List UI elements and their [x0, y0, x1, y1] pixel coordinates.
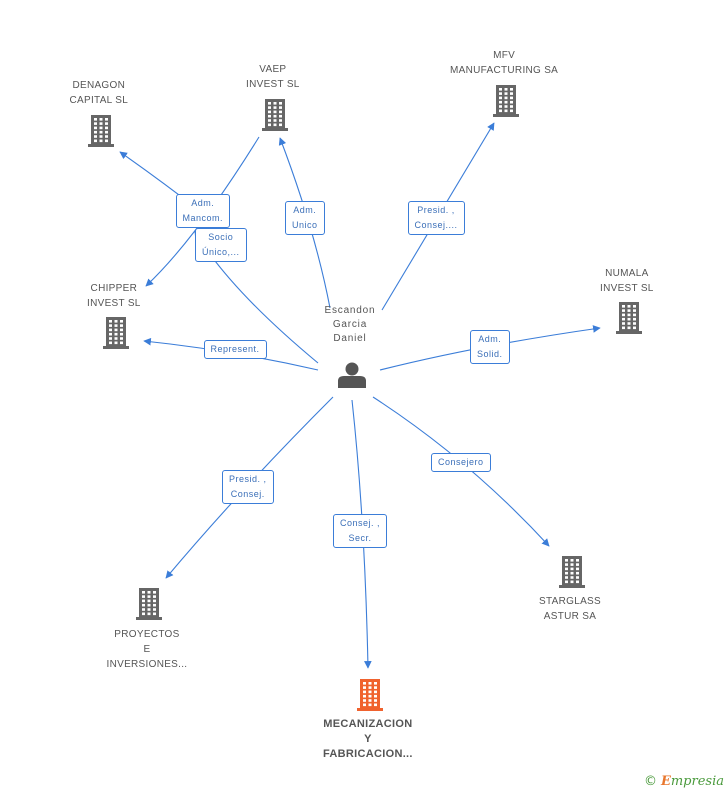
building-icon-numala[interactable] [616, 302, 642, 334]
company-name-line: VAEP [259, 64, 287, 75]
relation-label-line: Represent. [210, 343, 260, 354]
relation-label-line: Único,... [202, 247, 240, 257]
company-name-line: ASTUR SA [543, 611, 597, 622]
person-name-line: Escandon [324, 305, 376, 316]
relation-label-line: Unico [292, 220, 318, 230]
empresia-logo: ©Empresia [644, 774, 724, 789]
person-icon[interactable] [338, 362, 366, 389]
brand-initial: E [660, 774, 671, 789]
edge-person-starglass [372, 396, 550, 547]
relation-label-person-mfv[interactable]: Presid. , Consej.... [407, 201, 465, 235]
building-icon-denagon[interactable] [88, 115, 114, 147]
company-name-line: MECANIZACION [323, 718, 413, 730]
relation-label-line: Consej. [230, 489, 265, 499]
building-icon-starglass[interactable] [559, 556, 585, 588]
building-icon-chipper[interactable] [103, 317, 129, 349]
company-name-line: FABRICACION... [323, 748, 413, 760]
company-label-chipper[interactable]: CHIPPER INVEST SL [87, 281, 141, 311]
relation-label-line: Secr. [348, 533, 372, 543]
company-name-line: NUMALA [605, 268, 649, 279]
company-label-mecanizacion[interactable]: MECANIZACION Y FABRICACION... [323, 717, 413, 762]
relation-label-line: Adm. [293, 205, 317, 215]
relation-label-vaep-denagon[interactable]: Adm. Mancom. [175, 194, 231, 228]
relation-label-person-starglass[interactable]: Consejero [431, 452, 491, 472]
company-name-line: MFV [493, 50, 516, 61]
company-name-line: E [143, 644, 151, 655]
node-icons [88, 85, 642, 711]
relation-label-line: Socio [208, 232, 234, 242]
company-name-line: INVERSIONES... [106, 659, 188, 670]
relation-label-person-mecanizacion[interactable]: Consej. , Secr. [333, 514, 388, 548]
relation-label-person-numala[interactable]: Adm. Solid. [470, 330, 510, 364]
company-label-starglass[interactable]: STARGLASS ASTUR SA [539, 594, 601, 624]
building-icon-vaep[interactable] [262, 99, 288, 131]
company-name-line: INVEST SL [87, 298, 141, 309]
company-name-line: DENAGON [72, 80, 126, 91]
brand-name: mpresia [670, 774, 724, 789]
relation-label-person-vaep[interactable]: Adm. Unico [285, 201, 325, 235]
company-name-line: CHIPPER [90, 283, 138, 294]
building-icon-mecanizacion[interactable] [357, 679, 383, 711]
relation-label-person-chipper[interactable]: Represent. [203, 339, 267, 359]
company-label-proyectos[interactable]: PROYECTOS E INVERSIONES... [107, 627, 188, 672]
relation-label-line: Presid. , [417, 205, 455, 215]
person-name-line: Daniel [333, 333, 367, 344]
company-label-mfv[interactable]: MFV MANUFACTURING SA [450, 48, 558, 78]
company-name-line: STARGLASS [539, 596, 601, 607]
relation-label-line: Consejero [438, 456, 484, 467]
building-icon-proyectos[interactable] [136, 588, 162, 620]
company-name-line: MANUFACTURING SA [450, 65, 559, 76]
company-name-line: Y [364, 733, 372, 745]
company-label-vaep[interactable]: VAEP INVEST SL [246, 62, 300, 92]
company-name-line: INVEST SL [246, 79, 300, 90]
company-name-line: INVEST SL [600, 283, 654, 294]
copyright-symbol: © [643, 774, 657, 789]
relation-label-line: Consej.... [414, 220, 458, 230]
relation-label-line: Adm. [478, 334, 502, 344]
company-label-numala[interactable]: NUMALA INVEST SL [600, 266, 654, 296]
relation-label-line: Consej. , [340, 518, 381, 528]
company-name-line: PROYECTOS [114, 629, 180, 640]
person-name-line: Garcia [332, 319, 368, 330]
company-label-denagon[interactable]: DENAGON CAPITAL SL [70, 78, 129, 108]
relation-label-line: Solid. [477, 349, 503, 359]
relation-label-line: Adm. [191, 198, 215, 208]
relation-label-line: Mancom. [182, 213, 224, 223]
company-name-line: CAPITAL SL [69, 95, 129, 106]
relation-label-line: Presid. , [229, 474, 267, 484]
building-icon-mfv[interactable] [493, 85, 519, 117]
relation-label-person-proyectos[interactable]: Presid. , Consej. [222, 470, 274, 504]
